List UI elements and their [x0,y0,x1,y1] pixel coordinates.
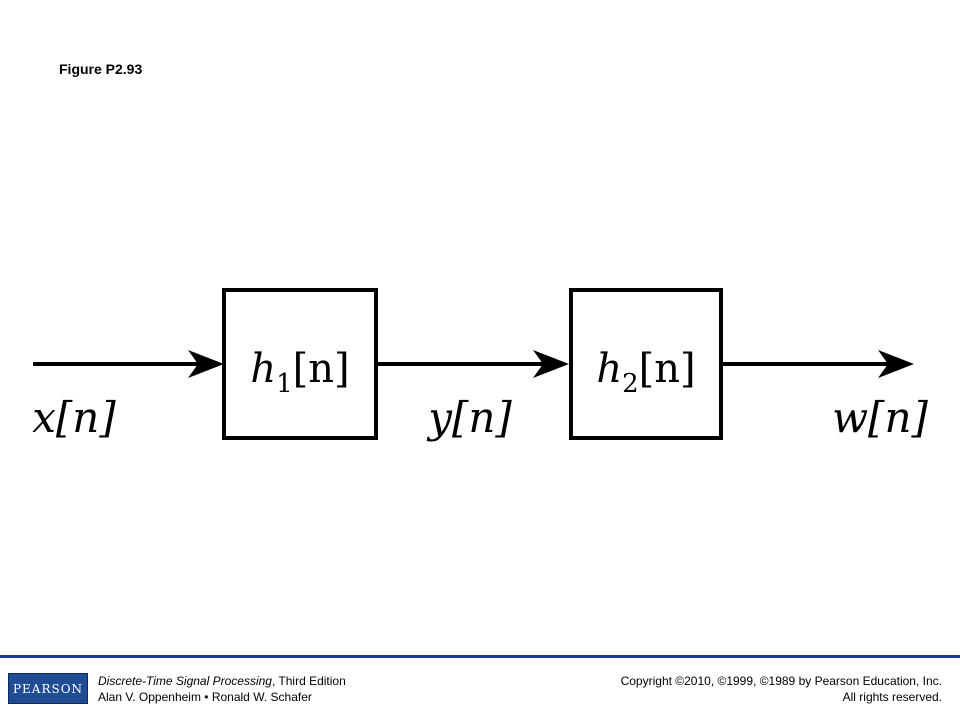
footer-rule [0,655,960,658]
block-h1-fn: h [250,346,276,392]
block-h1: h1[n] [222,288,378,440]
book-edition: , Third Edition [271,674,346,688]
output-arrow [723,350,914,378]
pearson-logo-text: PEARSON [12,681,84,696]
input-signal-label: x[n] [32,393,116,442]
output-signal-label: w[n] [832,393,928,442]
input-arrow [33,350,224,378]
middle-arrow [378,350,569,378]
copyright-notice: Copyright ©2010, ©1999, ©1989 by Pearson… [621,673,942,705]
book-authors: Alan V. Oppenheim • Ronald W. Schafer [98,690,312,704]
book-title-line: Discrete-Time Signal Processing, Third E… [98,673,346,689]
intermediate-signal-label: y[n] [426,393,512,442]
block-h1-arg: [n] [293,346,350,392]
figure-title: Figure P2.93 [59,61,143,77]
block-h2-arg: [n] [639,346,696,392]
book-title: Discrete-Time Signal Processing [98,674,272,688]
block-h2-sub: 2 [622,369,639,399]
rights-line: All rights reserved. [842,690,942,704]
book-credit: Discrete-Time Signal Processing, Third E… [98,673,346,705]
block-h2-label: h2[n] [596,346,695,399]
block-h1-sub: 1 [276,369,293,399]
block-h2: h2[n] [569,288,723,440]
block-h1-label: h1[n] [250,346,349,399]
copyright-line: Copyright ©2010, ©1999, ©1989 by Pearson… [620,674,942,688]
block-h2-fn: h [596,346,622,392]
pearson-logo: PEARSON [8,673,88,704]
